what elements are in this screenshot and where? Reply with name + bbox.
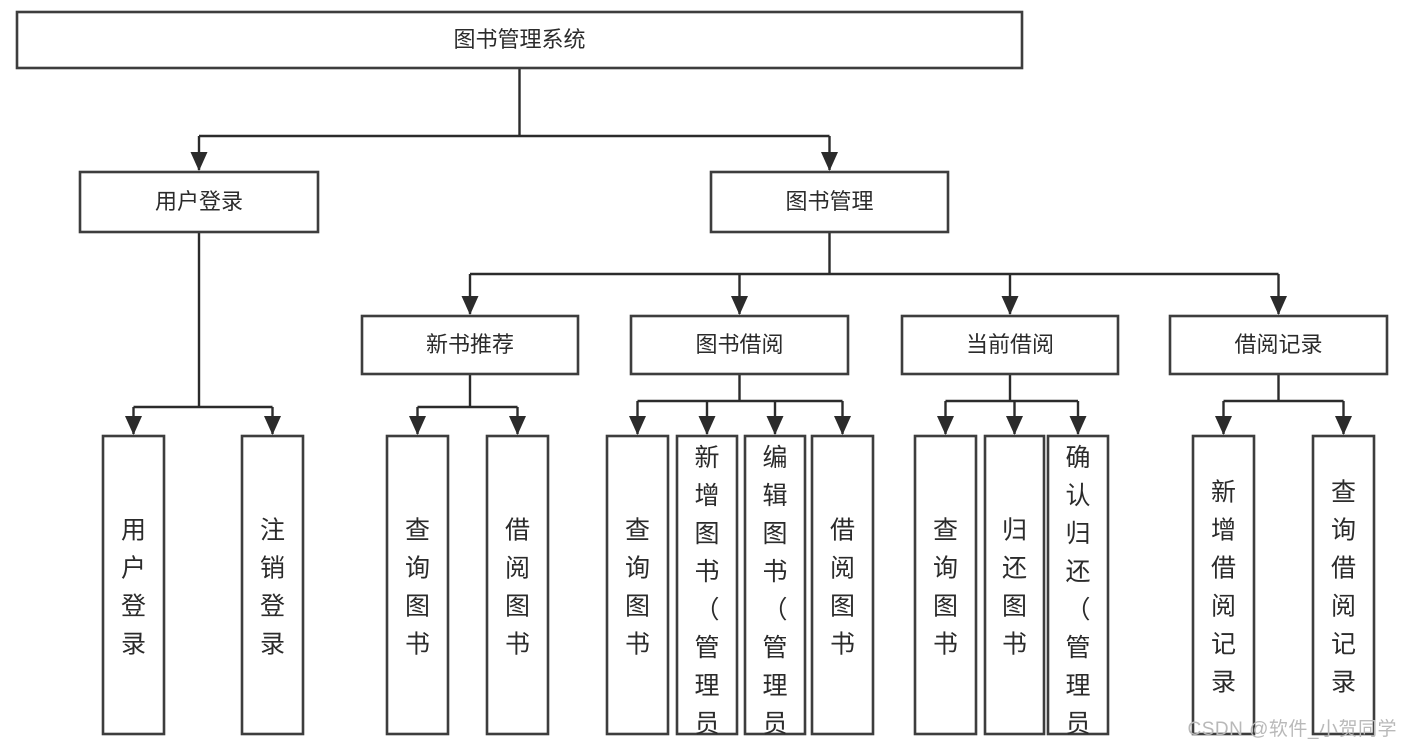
node-level3-3[interactable]: 借阅记录 bbox=[1168, 314, 1389, 376]
node-leaf-7-rect bbox=[810, 434, 875, 736]
node-leaf-4-label: 查询图书 bbox=[625, 517, 650, 659]
node-leaf-6-label: 编辑图书（管理员） bbox=[762, 444, 787, 747]
arrow-head-icon bbox=[1069, 416, 1087, 435]
node-root-label: 图书管理系统 bbox=[453, 27, 585, 52]
node-level3-1-label: 图书借阅 bbox=[695, 332, 783, 357]
node-root[interactable]: 图书管理系统 bbox=[15, 10, 1024, 70]
node-level3-3-label: 借阅记录 bbox=[1234, 332, 1322, 357]
arrow-head-icon bbox=[821, 152, 838, 171]
node-leaf-1-rect bbox=[240, 434, 305, 736]
node-leaf-10-label: 确认归还（管理员） bbox=[1065, 444, 1090, 747]
connector-layer bbox=[125, 68, 1352, 435]
node-level3-0-rect bbox=[360, 314, 580, 376]
node-level3-3-rect bbox=[1168, 314, 1389, 376]
node-level3-2-label: 当前借阅 bbox=[966, 332, 1054, 357]
node-leaf-9-rect bbox=[983, 434, 1046, 736]
node-leaf-6-rect bbox=[743, 434, 807, 736]
node-leaf-12-label: 查询借阅记录 bbox=[1331, 479, 1356, 697]
node-level3-2-rect bbox=[900, 314, 1120, 376]
node-leaf-7[interactable]: 借阅图书 bbox=[810, 434, 875, 736]
arrow-head-icon bbox=[190, 152, 208, 171]
node-level3-2[interactable]: 当前借阅 bbox=[900, 314, 1120, 376]
node-leaf-10-rect bbox=[1046, 434, 1110, 736]
node-leaf-2-label: 查询图书 bbox=[405, 517, 430, 659]
arrow-head-icon bbox=[731, 296, 748, 315]
node-level2-0-label: 用户登录 bbox=[155, 189, 243, 214]
arrow-head-icon bbox=[1270, 296, 1287, 315]
node-leaf-2-rect bbox=[385, 434, 450, 736]
node-level3-1-rect bbox=[629, 314, 850, 376]
node-leaf-5-label: 新增图书（管理员） bbox=[694, 444, 719, 747]
node-leaf-11[interactable]: 新增借阅记录 bbox=[1191, 434, 1256, 736]
arrow-head-icon bbox=[409, 416, 426, 435]
node-leaf-2[interactable]: 查询图书 bbox=[385, 434, 450, 736]
node-leaf-8-label: 查询图书 bbox=[933, 517, 958, 659]
node-level2-1[interactable]: 图书管理 bbox=[709, 170, 950, 234]
arrow-head-icon bbox=[1215, 416, 1232, 435]
arrow-head-icon bbox=[629, 416, 646, 435]
node-leaf-12[interactable]: 查询借阅记录 bbox=[1311, 434, 1376, 736]
arrow-head-icon bbox=[834, 416, 851, 435]
node-level2-0-rect bbox=[78, 170, 320, 234]
node-leaf-9-label: 归还图书 bbox=[1002, 517, 1027, 659]
arrow-head-icon bbox=[461, 296, 479, 315]
arrow-head-icon bbox=[766, 416, 784, 435]
node-leaf-5[interactable]: 新增图书（管理员） bbox=[675, 434, 739, 747]
arrow-head-icon bbox=[1001, 296, 1019, 315]
node-level3-1[interactable]: 图书借阅 bbox=[629, 314, 850, 376]
node-leaf-3-rect bbox=[485, 434, 550, 736]
node-leaf-1-label: 注销登录 bbox=[260, 517, 285, 659]
arrow-head-icon bbox=[509, 416, 526, 435]
node-level3-0[interactable]: 新书推荐 bbox=[360, 314, 580, 376]
arrow-head-icon bbox=[1006, 416, 1023, 435]
node-leaf-3-label: 借阅图书 bbox=[505, 517, 530, 659]
node-root-rect bbox=[15, 10, 1024, 70]
node-level3-0-label: 新书推荐 bbox=[426, 332, 514, 357]
node-leaf-1[interactable]: 注销登录 bbox=[240, 434, 305, 736]
node-leaf-7-label: 借阅图书 bbox=[830, 517, 855, 659]
node-leaf-10[interactable]: 确认归还（管理员） bbox=[1046, 434, 1110, 747]
node-leaf-8[interactable]: 查询图书 bbox=[913, 434, 978, 736]
arrow-head-icon bbox=[698, 416, 716, 435]
node-leaf-5-rect bbox=[675, 434, 739, 736]
node-leaf-3[interactable]: 借阅图书 bbox=[485, 434, 550, 736]
node-leaf-11-label: 新增借阅记录 bbox=[1211, 479, 1236, 697]
node-leaf-0-rect bbox=[101, 434, 166, 736]
node-level2-0[interactable]: 用户登录 bbox=[78, 170, 320, 234]
arrow-head-icon bbox=[937, 416, 954, 435]
arrow-head-icon bbox=[125, 416, 142, 435]
node-leaf-0-label: 用户登录 bbox=[121, 517, 146, 659]
arrow-head-icon bbox=[264, 416, 281, 435]
arrow-head-icon bbox=[1335, 416, 1352, 435]
node-leaf-8-rect bbox=[913, 434, 978, 736]
node-layer: 图书管理系统用户登录图书管理新书推荐图书借阅当前借阅借阅记录用户登录注销登录查询… bbox=[15, 10, 1389, 747]
node-leaf-9[interactable]: 归还图书 bbox=[983, 434, 1046, 736]
node-leaf-4-rect bbox=[605, 434, 670, 736]
node-leaf-4[interactable]: 查询图书 bbox=[605, 434, 670, 736]
node-level2-1-rect bbox=[709, 170, 950, 234]
node-leaf-11-rect bbox=[1191, 434, 1256, 736]
node-leaf-12-rect bbox=[1311, 434, 1376, 736]
node-leaf-0[interactable]: 用户登录 bbox=[101, 434, 166, 736]
node-leaf-6[interactable]: 编辑图书（管理员） bbox=[743, 434, 807, 747]
node-level2-1-label: 图书管理 bbox=[785, 189, 873, 214]
